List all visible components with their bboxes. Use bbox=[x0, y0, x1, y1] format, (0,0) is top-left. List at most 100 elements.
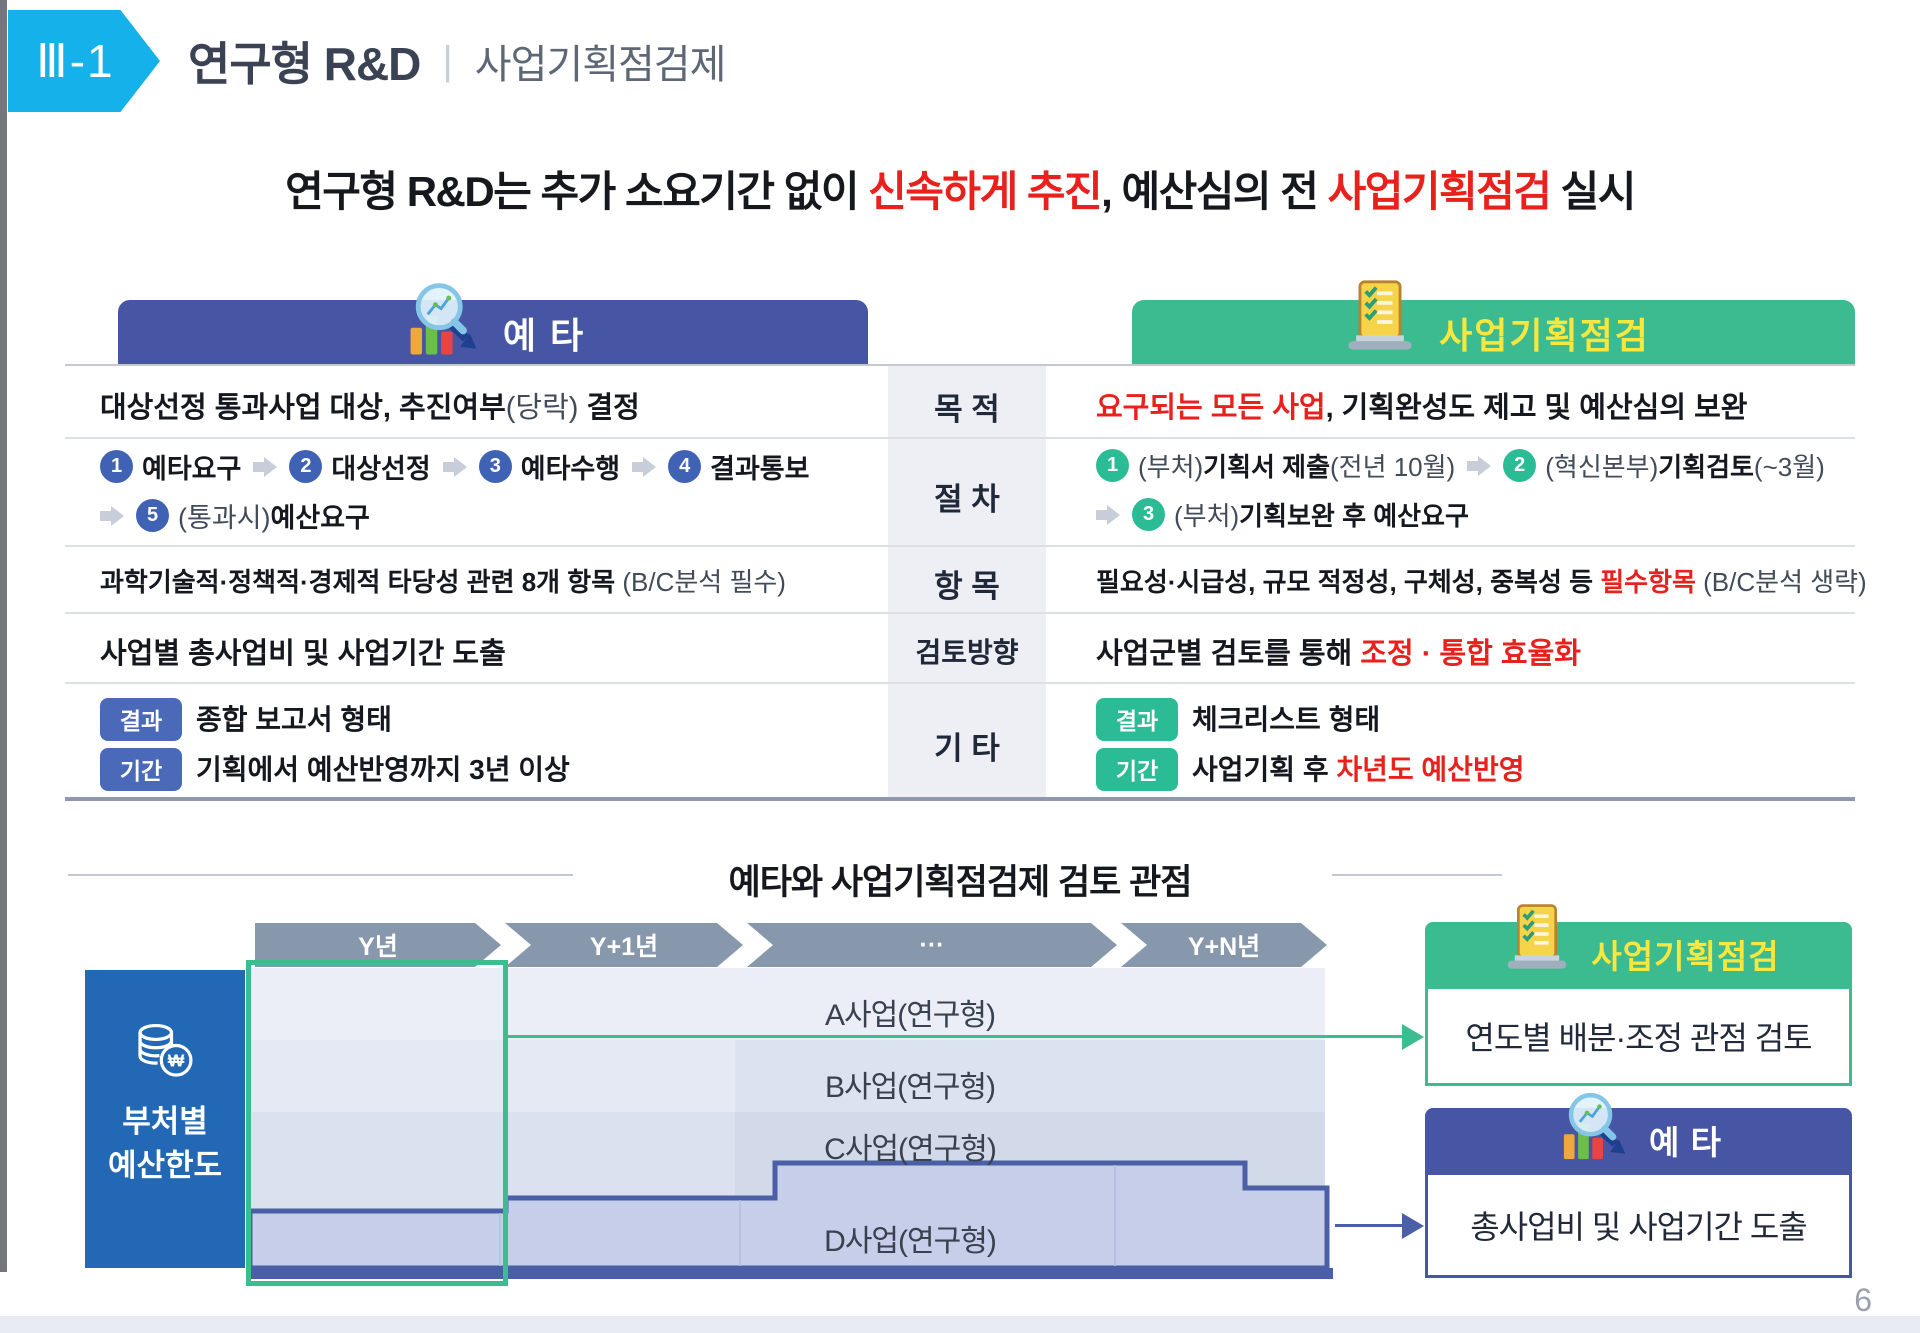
page-title-sub: 사업기획점검제 bbox=[474, 43, 727, 87]
plancheck-header-pill: 사업기획점검 bbox=[1132, 280, 1855, 366]
headline-red1: 신속하게 추진 bbox=[868, 168, 1103, 215]
etc-right-text1: 체크리스트 형태 bbox=[1192, 704, 1381, 735]
etc-right-text2: 사업기획 후 bbox=[1192, 754, 1337, 785]
page-number: 6 bbox=[1854, 1282, 1872, 1318]
row-divider-4 bbox=[65, 682, 1855, 684]
headline-t2: , 예산심의 전 bbox=[1101, 168, 1328, 215]
direction-right-red: 조정 · 통합 효율화 bbox=[1360, 638, 1581, 670]
purpose-left-b1: 대상선정 통과사업 대상, 추진여부 bbox=[100, 392, 506, 424]
purpose-left-b2: 결정 bbox=[578, 392, 640, 424]
yeta-callout-title: 예 타 bbox=[1649, 1124, 1722, 1161]
budget-limit-box: ₩ 부처별 예산한도 bbox=[85, 970, 245, 1268]
step-arrow-icon bbox=[253, 456, 278, 477]
yeta-header-label: 예 타 bbox=[502, 315, 586, 356]
procedure-left-s2: 대상선정 bbox=[331, 454, 431, 484]
page-title-separator: | bbox=[442, 38, 453, 83]
blue-connector-line bbox=[1335, 1224, 1404, 1227]
section-badge: Ⅲ-1 bbox=[8, 10, 160, 112]
procedure-left-line1: 1 예타요구 2 대상선정 3 예타수행 4 결과통보 bbox=[100, 447, 810, 486]
section-title-line-right bbox=[1332, 874, 1502, 876]
procedure-left-s3: 예타수행 bbox=[520, 454, 621, 484]
band-a bbox=[248, 968, 1325, 1040]
green-arrow-head-icon bbox=[1402, 1024, 1424, 1050]
table-bottom-divider bbox=[65, 797, 1855, 801]
procedure-right-line2: 3 (부처) 기획보완 후 예산요구 bbox=[1096, 496, 1469, 533]
purpose-left-cell: 대상선정 통과사업 대상, 추진여부(당락) 결정 bbox=[100, 384, 640, 426]
row-label-etc: 기 타 bbox=[934, 731, 1000, 766]
procedure-right-s1-post: (전년 10월) bbox=[1330, 452, 1456, 482]
checklist-laptop-icon bbox=[1508, 904, 1567, 969]
magnifier-chart-icon bbox=[1563, 1092, 1626, 1160]
etc-left-text1: 종합 보고서 형태 bbox=[196, 704, 392, 735]
etc-left-text2: 기획에서 예산반영까지 3년 이상 bbox=[196, 754, 570, 785]
direction-left: 사업별 총사업비 및 사업기간 도출 bbox=[100, 638, 506, 670]
step-circle-5: 5 bbox=[136, 499, 169, 532]
row-label-direction: 검토방향 bbox=[915, 637, 1019, 668]
project-a-label: A사업(연구형) bbox=[825, 999, 996, 1032]
left-edge-strip bbox=[0, 0, 7, 1272]
step-circle-2: 2 bbox=[1503, 449, 1537, 482]
step-circle-1: 1 bbox=[1096, 449, 1129, 482]
procedure-right-line1: 1 (부처) 기획서 제출 (전년 10월) 2 (혁신본부) 기획검토 (~3… bbox=[1096, 447, 1825, 484]
step-arrow-icon bbox=[442, 456, 467, 477]
plancheck-callout-title: 사업기획점검 bbox=[1591, 938, 1780, 975]
etc-left-line1: 결과 종합 보고서 형태 bbox=[100, 698, 392, 741]
row-label-items: 항 목 bbox=[934, 569, 1000, 604]
row-divider-3 bbox=[65, 612, 1855, 614]
headline-t3: 실시 bbox=[1550, 168, 1637, 215]
step-arrow-icon bbox=[632, 456, 657, 477]
direction-right-b: 사업군별 검토를 통해 bbox=[1096, 638, 1361, 670]
magnifier-chart-icon bbox=[410, 283, 477, 355]
project-c-label: C사업(연구형) bbox=[824, 1133, 997, 1166]
headline-t1: 연구형 R&D는 추가 소요기간 없이 bbox=[285, 168, 869, 215]
procedure-left-s5-pre: (통과시) bbox=[178, 503, 271, 533]
items-left-cell: 과학기술적·정책적·경제적 타당성 관련 8개 항목 (B/C분석 필수) bbox=[100, 562, 786, 599]
row-divider-2 bbox=[65, 545, 1855, 547]
plancheck-callout-body: 연도별 배분·조정 관점 검토 bbox=[1425, 986, 1852, 1086]
svg-text:₩: ₩ bbox=[168, 1051, 185, 1071]
coins-icon: ₩ bbox=[138, 1023, 193, 1077]
project-d-label: D사업(연구형) bbox=[824, 1225, 997, 1258]
items-right-cell: 필요성·시급성, 규모 적정성, 구체성, 중복성 등 필수항목 (B/C분석 … bbox=[1096, 562, 1867, 599]
procedure-left-line2: 5 (통과시) 예산요구 bbox=[100, 496, 370, 535]
yeta-header-pill: 예 타 bbox=[118, 283, 868, 366]
items-right-red: 필수항목 bbox=[1600, 567, 1696, 597]
step-arrow-icon bbox=[1467, 455, 1492, 476]
timeline-year-1: Y+1년 bbox=[505, 923, 743, 967]
plancheck-header-label: 사업기획점검 bbox=[1439, 315, 1650, 356]
step-circle-1: 1 bbox=[100, 450, 133, 483]
period-badge: 기간 bbox=[1096, 748, 1178, 791]
headline-red2: 사업기획점검 bbox=[1327, 168, 1552, 215]
direction-left-cell: 사업별 총사업비 및 사업기간 도출 bbox=[100, 630, 506, 672]
result-badge: 결과 bbox=[1096, 698, 1178, 741]
year-y-highlight-box bbox=[246, 960, 508, 1286]
section-badge-label: Ⅲ-1 bbox=[36, 35, 115, 87]
row-label-procedure: 절 차 bbox=[934, 482, 1000, 517]
step-circle-3: 3 bbox=[1132, 498, 1165, 531]
budget-limit-label-1: 부처별 bbox=[122, 1104, 208, 1139]
row-label-purpose: 목 적 bbox=[934, 392, 1000, 427]
step-circle-4: 4 bbox=[668, 450, 702, 483]
timeline-year-0: Y년 bbox=[255, 923, 501, 967]
project-b-label: B사업(연구형) bbox=[825, 1071, 996, 1104]
yeta-callout-body: 총사업비 및 사업기간 도출 bbox=[1425, 1172, 1852, 1278]
timeline-year-n: Y+N년 bbox=[1121, 923, 1327, 967]
items-left-n: (B/C분석 필수) bbox=[622, 567, 786, 597]
procedure-right-s1-pre: (부처) bbox=[1138, 452, 1204, 482]
items-right-n: (B/C분석 생략) bbox=[1695, 567, 1867, 597]
timeline-year-dots: ··· bbox=[747, 923, 1117, 967]
items-right-b: 필요성·시급성, 규모 적정성, 구체성, 중복성 등 bbox=[1096, 567, 1601, 597]
page-title-main: 연구형 R&D bbox=[188, 38, 421, 90]
page-title: 연구형 R&D | 사업기획점검제 bbox=[188, 26, 727, 96]
headline: 연구형 R&D는 추가 소요기간 없이 신속하게 추진, 예산심의 전 사업기획… bbox=[40, 158, 1880, 219]
procedure-left-s1: 예타요구 bbox=[142, 454, 242, 484]
green-connector-line bbox=[508, 1035, 1404, 1038]
procedure-right-s3: 기획보완 후 예산요구 bbox=[1239, 501, 1469, 531]
table-top-divider bbox=[65, 364, 1855, 366]
period-badge: 기간 bbox=[100, 748, 182, 791]
result-badge: 결과 bbox=[100, 698, 182, 741]
procedure-right-s1: 기획서 제출 bbox=[1203, 452, 1330, 482]
step-circle-2: 2 bbox=[289, 450, 323, 483]
procedure-right-s3-pre: (부처) bbox=[1174, 501, 1240, 531]
items-left-b: 과학기술적·정책적·경제적 타당성 관련 8개 항목 bbox=[100, 567, 623, 597]
